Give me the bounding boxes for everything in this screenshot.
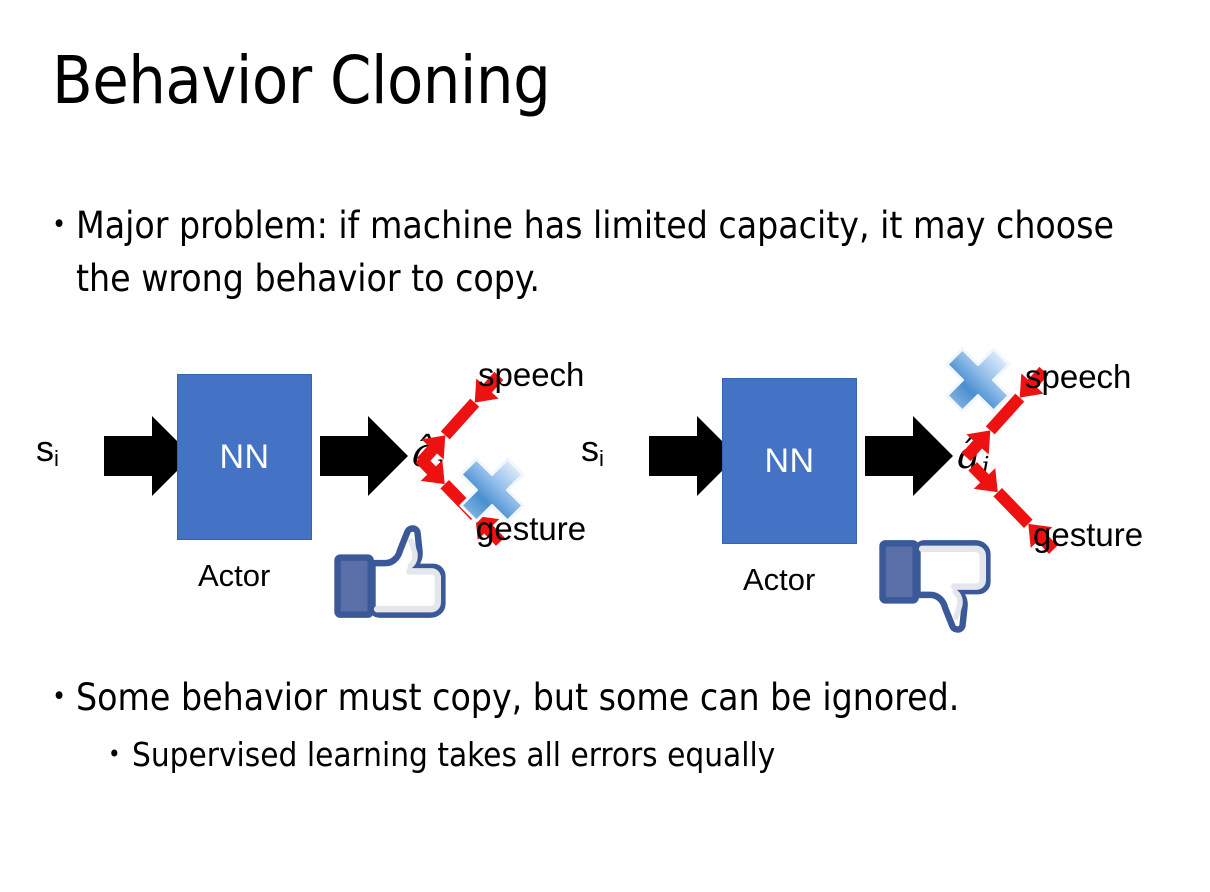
state-label-left: si [36, 428, 59, 471]
bullet-marker-icon: • [52, 681, 67, 712]
diagram-left-limited-capacity: si NN Actor âi [20, 340, 620, 640]
thumbs-down-icon [879, 540, 991, 633]
thumbs-up-icon [334, 525, 446, 618]
black-arrow-in-right-icon [649, 416, 737, 496]
modality-label-gesture-right: gesture [1033, 516, 1144, 553]
black-arrow-out-right-icon [865, 416, 953, 496]
black-arrow-in-left-icon [104, 416, 192, 496]
state-label-right: si [581, 428, 604, 471]
nn-box-right: NN [722, 378, 857, 544]
modality-label-speech-left: speech [478, 356, 585, 393]
nn-box-label-right: NN [764, 441, 815, 480]
modality-label-speech-right: speech [1025, 358, 1132, 395]
blocked-cross-speech-right-icon [945, 347, 1011, 413]
nn-box-left: NN [177, 374, 312, 540]
bullet-bottom-level1-text: Some behavior must copy, but some can be… [76, 676, 960, 719]
bullet-bottom-level2: • Supervised learning takes all errors e… [108, 732, 1168, 779]
nn-box-label-left: NN [219, 437, 270, 476]
black-arrow-out-left-icon [320, 416, 408, 496]
modality-label-gesture-left: gesture [476, 510, 587, 547]
actor-label-left: Actor [198, 558, 271, 593]
bullet-marker-icon: • [52, 209, 67, 240]
slide-title: Behavior Cloning [52, 42, 551, 119]
bullet-bottom-level1: • Some behavior must copy, but some can … [52, 672, 1162, 725]
bullet-marker-icon: • [108, 740, 121, 768]
diagram-right-limited-capacity: si NN Actor âi [565, 340, 1185, 640]
bullet-bottom-level2-text: Supervised learning takes all errors equ… [132, 735, 776, 774]
bullet-top-text: Major problem: if machine has limited ca… [76, 204, 1114, 300]
blocked-cross-gesture-left-icon [459, 457, 525, 523]
bullet-top: • Major problem: if machine has limited … [52, 200, 1132, 305]
actor-label-right: Actor [743, 562, 816, 597]
red-branch-arrows-right-icon [961, 366, 1058, 554]
